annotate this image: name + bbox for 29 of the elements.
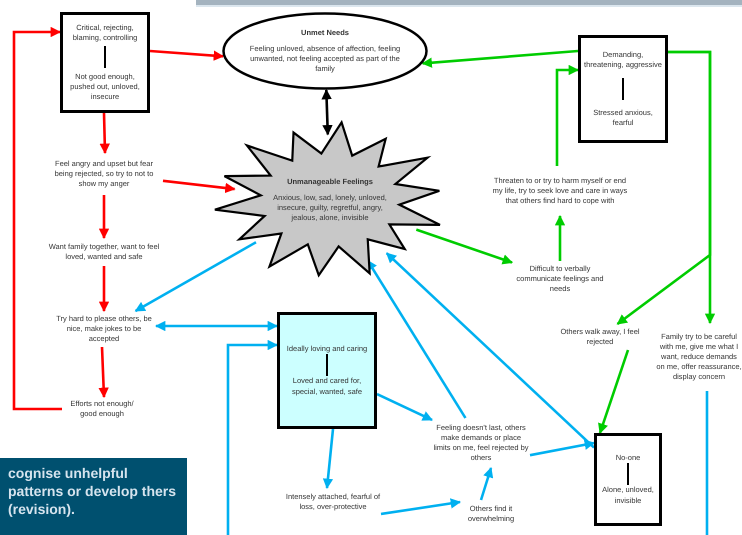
process-box [578, 35, 668, 143]
arrow [322, 428, 334, 490]
arrow [134, 241, 257, 312]
arrow [386, 252, 595, 449]
arrow [422, 50, 578, 68]
arrow [98, 195, 110, 240]
process-box [277, 312, 377, 429]
arrow [376, 392, 433, 422]
arrow [598, 350, 630, 434]
arrow [150, 50, 224, 61]
needs-ellipse [222, 12, 428, 90]
arrow [98, 266, 110, 312]
arrow [321, 88, 333, 136]
arrow [480, 467, 494, 500]
process-box [594, 433, 662, 526]
arrow [616, 50, 712, 326]
arrow [12, 26, 62, 410]
arrow [530, 440, 596, 456]
arrow [556, 64, 580, 166]
arrow [98, 346, 109, 398]
arrow [154, 320, 278, 332]
arrow [100, 112, 110, 154]
arrow [162, 180, 236, 194]
arrow [554, 214, 566, 261]
banner-text: cognise unhelpful patterns or develop thers (revision). [0, 458, 187, 535]
arrow [380, 498, 462, 516]
arrow [226, 340, 278, 535]
arrow [416, 228, 513, 264]
process-box [60, 12, 150, 113]
